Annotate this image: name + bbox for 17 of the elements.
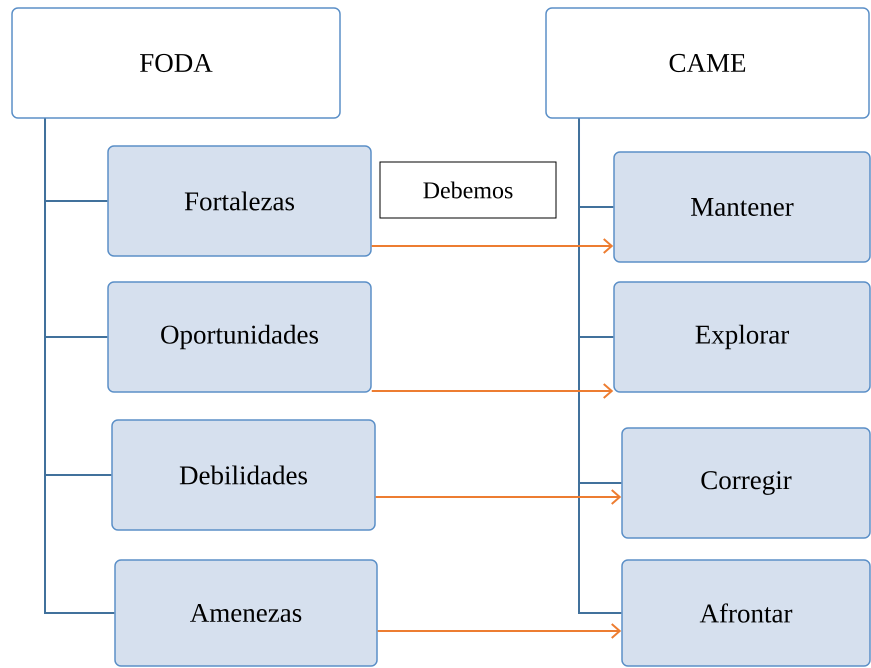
process-box: Oportunidades (107, 281, 372, 393)
process-box: Amenezas (114, 559, 378, 667)
connector-line (578, 118, 622, 614)
arrow (372, 238, 614, 254)
connector-line (44, 118, 114, 614)
arrow (372, 383, 614, 399)
process-box: Debilidades (111, 419, 376, 531)
process-box: Fortalezas (107, 145, 372, 257)
top-box: FODA (11, 7, 341, 119)
arrow (378, 623, 622, 639)
process-box: Explorar (613, 281, 871, 393)
process-box: Mantener (613, 151, 871, 263)
arrow (376, 489, 622, 505)
process-box: Afrontar (621, 559, 871, 667)
note-box: Debemos (380, 162, 556, 218)
process-box: Corregir (621, 427, 871, 539)
top-box: CAME (545, 7, 870, 119)
